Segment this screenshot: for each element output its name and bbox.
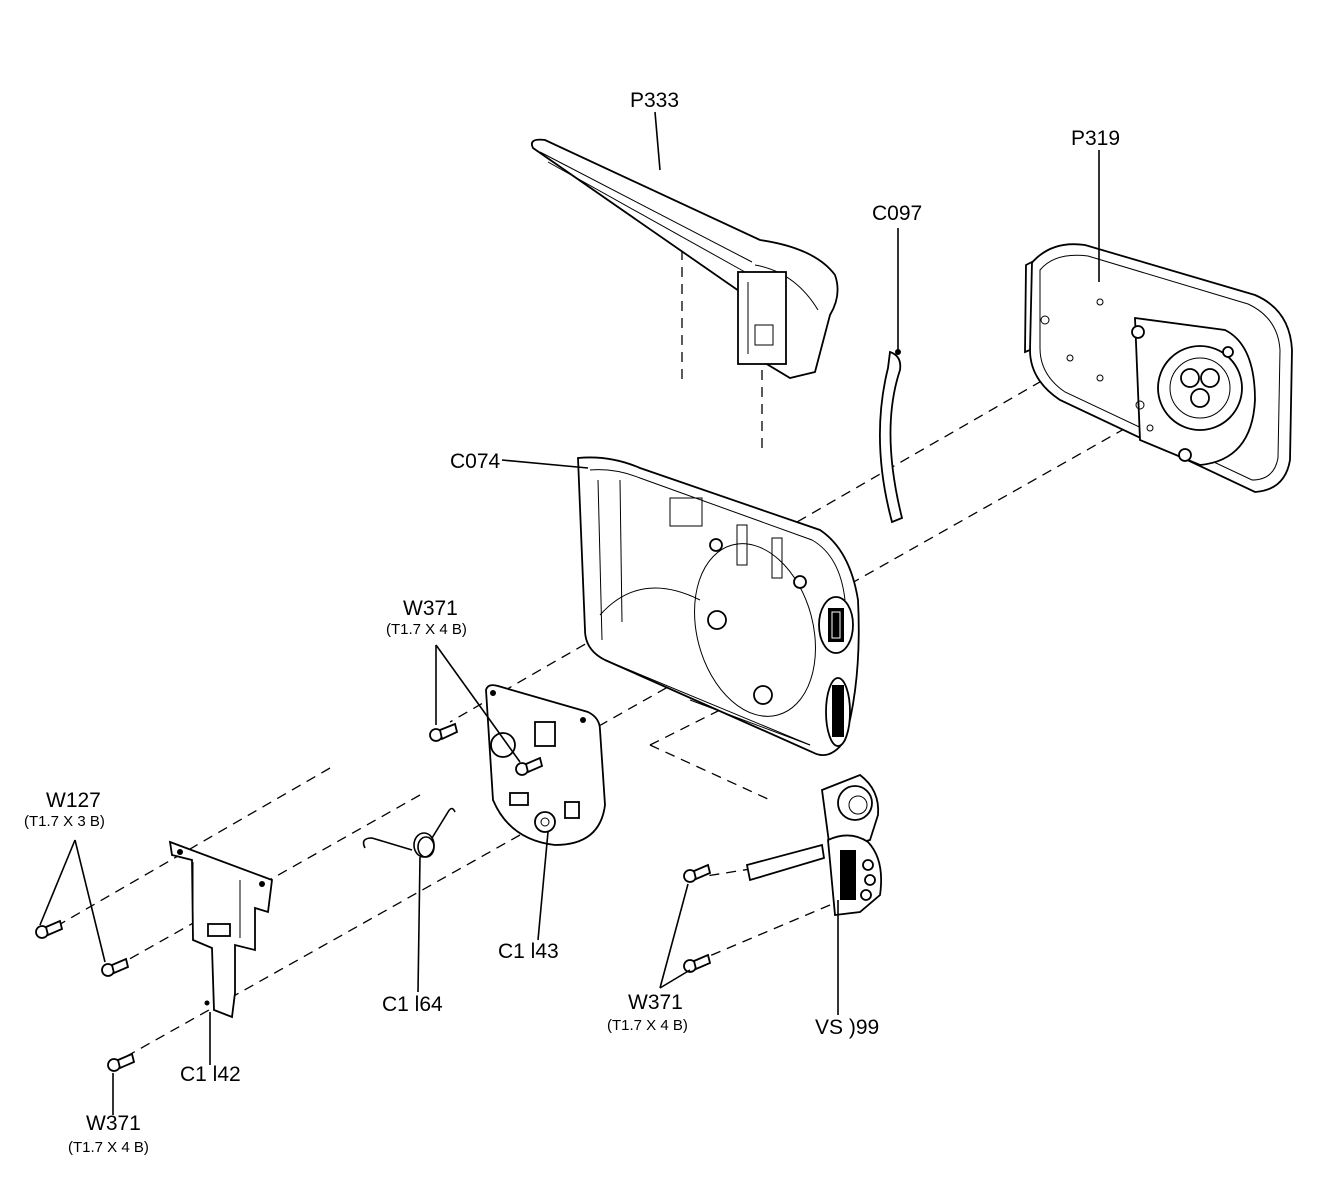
label-vs099: VS )99 xyxy=(815,1016,880,1039)
label-p333: P333 xyxy=(630,89,680,112)
label-c1142: C1 l42 xyxy=(180,1063,241,1086)
screw-w127-1 xyxy=(35,919,64,939)
vs099-switch-assembly xyxy=(745,773,883,917)
label-w371-mid-spec: (T1.7 X 4 B) xyxy=(607,1017,688,1034)
label-w371-mid: W371 xyxy=(628,991,683,1014)
label-w371-bottom: W371 xyxy=(86,1112,141,1135)
label-c1143: C1 l43 xyxy=(498,940,559,963)
label-w371-bottom-spec: (T1.7 X 4 B) xyxy=(68,1139,149,1156)
label-c074: C074 xyxy=(450,450,501,473)
label-p319: P319 xyxy=(1071,127,1121,150)
screws xyxy=(35,722,712,1072)
label-w371-top-spec: (T1.7 X 4 B) xyxy=(386,621,467,638)
c1164-spring xyxy=(362,807,456,858)
c097-cable xyxy=(879,349,904,524)
screw-w371-mid-1 xyxy=(683,863,712,883)
p333-top-cover xyxy=(530,138,839,379)
label-c097: C097 xyxy=(872,202,923,225)
label-w127-spec: (T1.7 X 3 B) xyxy=(24,813,105,830)
label-w371-top: W371 xyxy=(403,597,458,620)
p319-lens-cover xyxy=(1024,243,1293,493)
screw-w371-top-1 xyxy=(429,722,459,742)
label-w127: W127 xyxy=(46,789,101,812)
screw-w371-bottom xyxy=(107,1052,136,1072)
screw-w127-2 xyxy=(101,957,130,977)
screw-w371-top-2 xyxy=(515,756,544,776)
label-c1164: C1 l64 xyxy=(382,993,443,1016)
c1142-bracket xyxy=(168,840,273,1019)
c1143-bracket xyxy=(485,684,606,846)
leader-lines xyxy=(39,111,1100,1115)
screw-w371-mid-2 xyxy=(683,953,712,973)
c074-housing xyxy=(577,456,860,756)
